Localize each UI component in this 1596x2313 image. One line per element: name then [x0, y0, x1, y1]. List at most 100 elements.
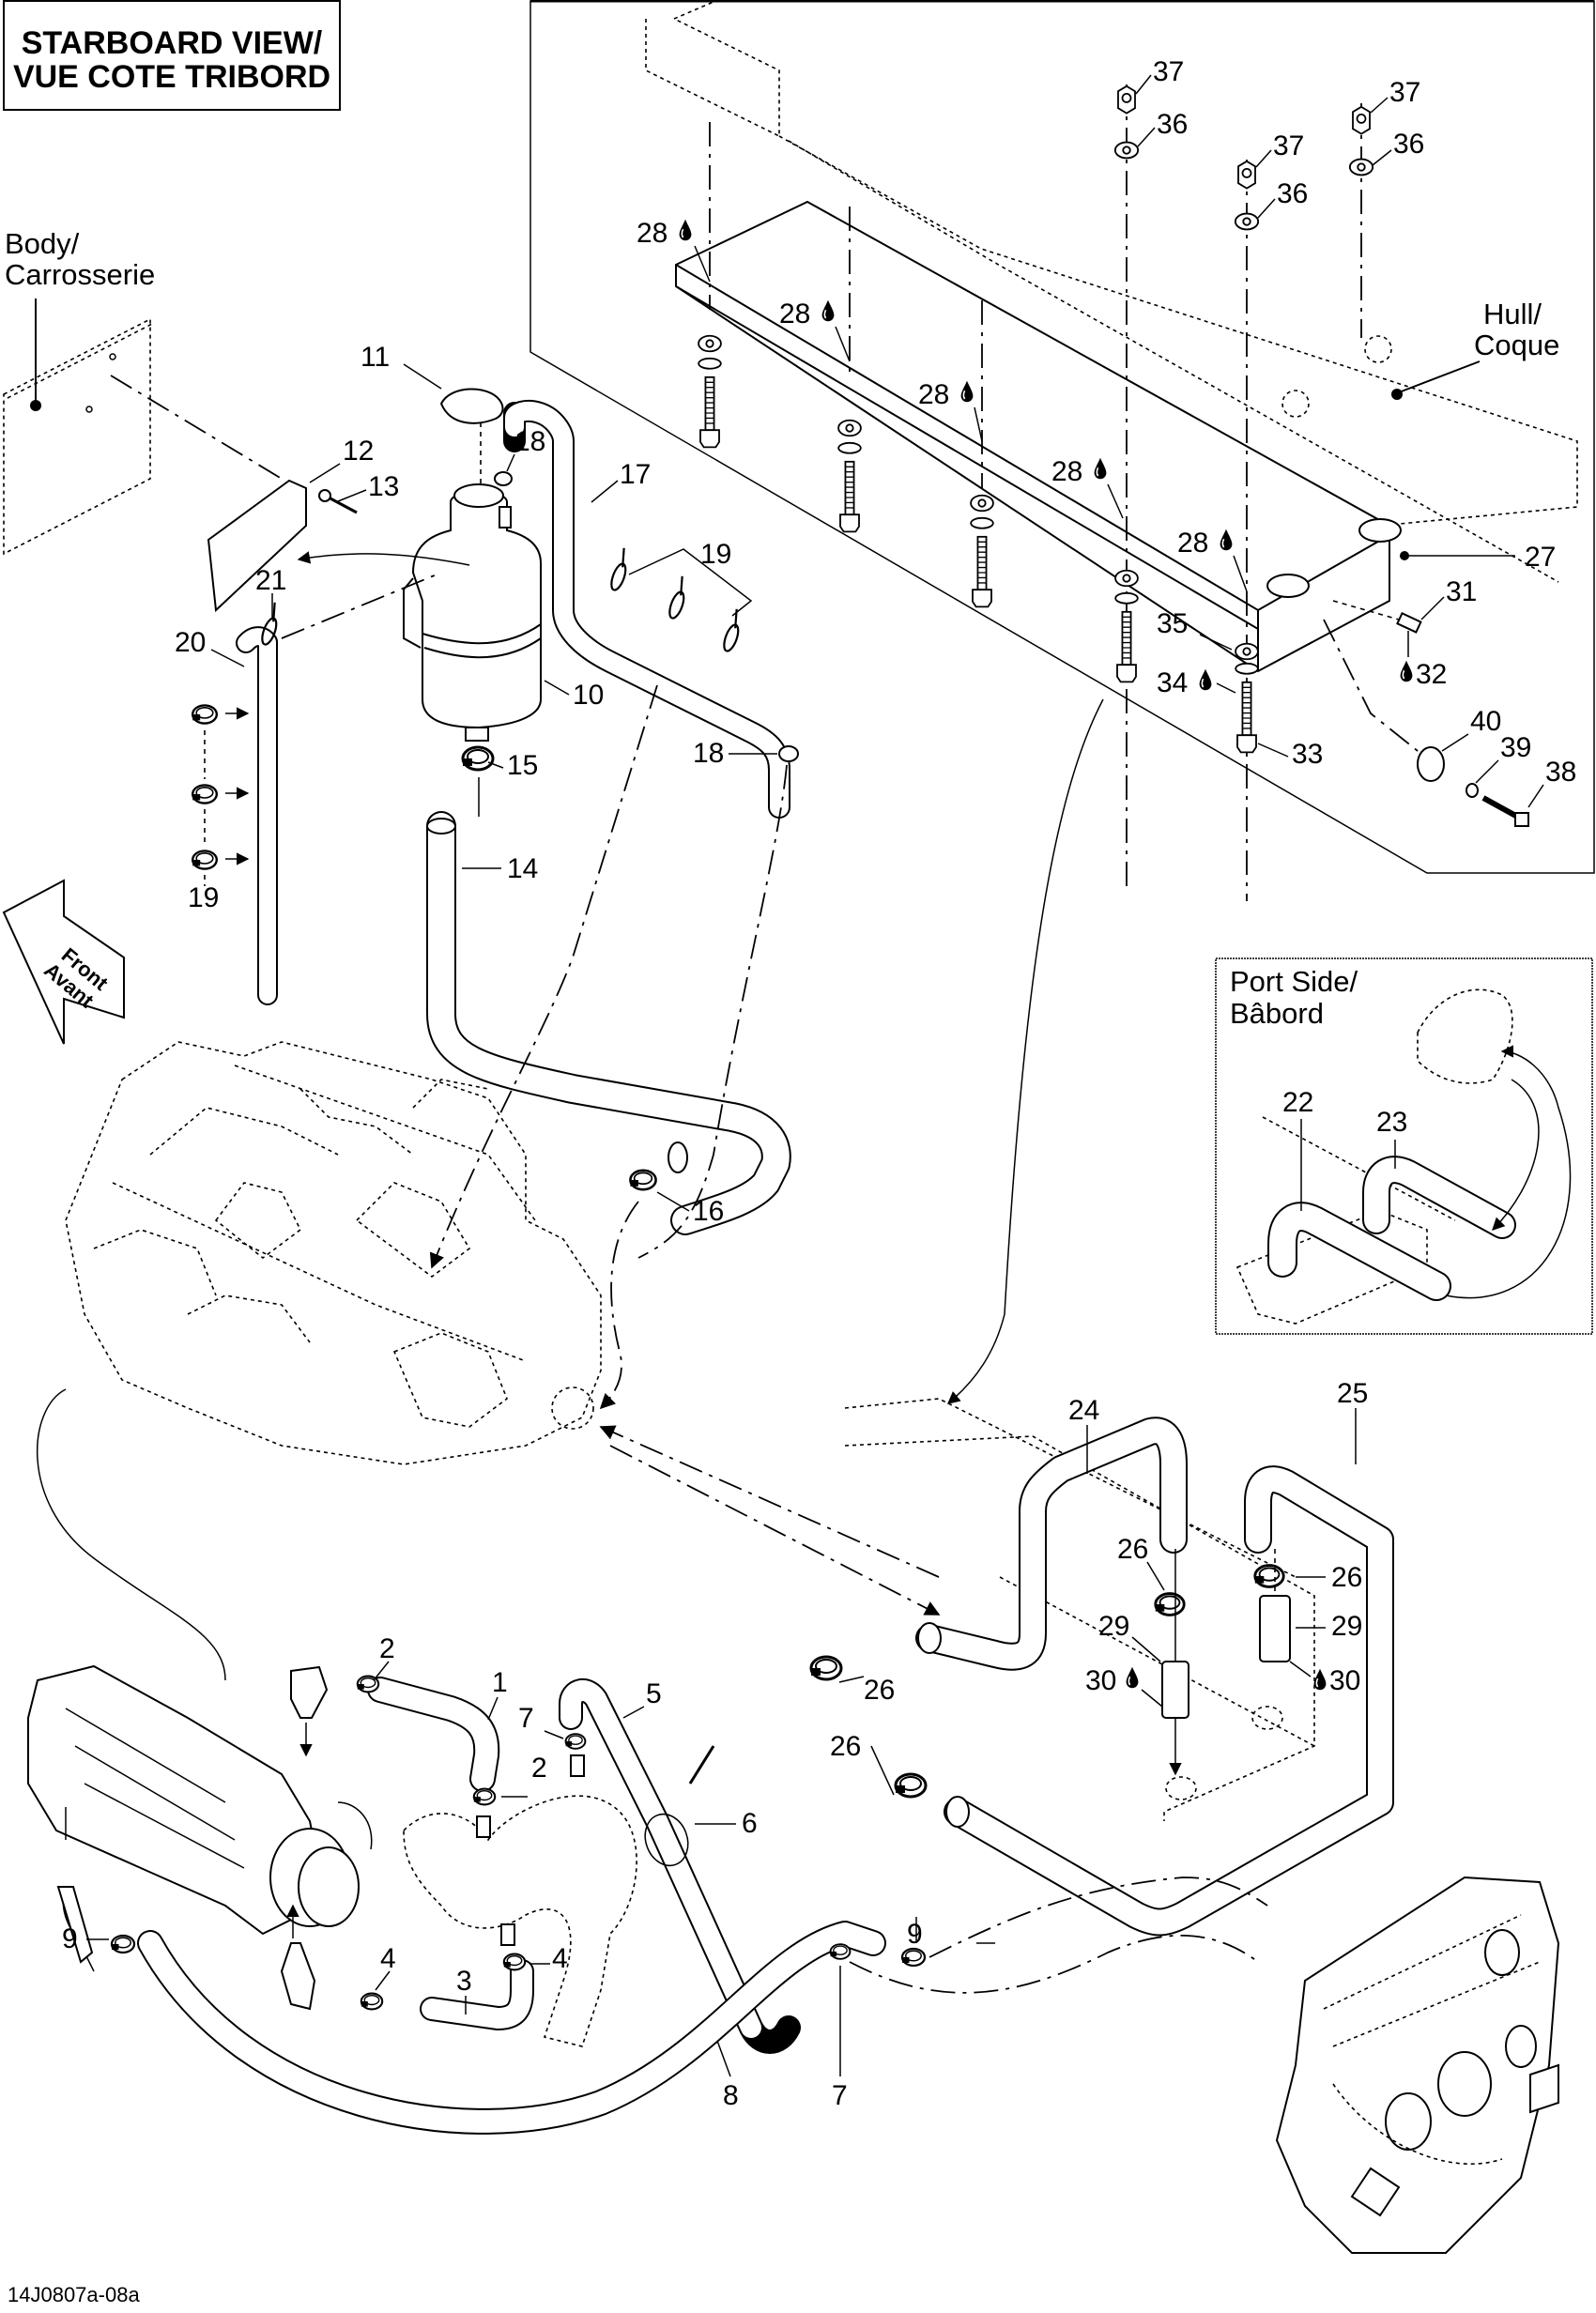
- connection-line: [599, 1425, 940, 1578]
- clamp-19: [191, 849, 219, 871]
- callout-7: 7: [832, 2080, 848, 2111]
- callout-14: 14: [507, 853, 538, 884]
- reservoir-callouts: 11 12 13 18 17 19 21 20 10 15 18 14 19 1…: [175, 342, 777, 1410]
- callout-29: 29: [1098, 1611, 1129, 1642]
- callout-9: 9: [907, 1919, 923, 1950]
- washer: [1114, 569, 1139, 588]
- clamp-4: [360, 1992, 384, 2011]
- drawing-number: 14J0807a-08a: [8, 2283, 140, 2306]
- cable-tie-19: [723, 607, 743, 654]
- callout-26: 26: [830, 1731, 861, 1762]
- washer-36: [1348, 158, 1374, 176]
- cable-tie-6: [644, 1813, 689, 1867]
- callout-21: 21: [255, 565, 286, 596]
- callout-23: 23: [1376, 1107, 1407, 1138]
- nut-37: [1117, 84, 1136, 115]
- callout-8: 8: [723, 2080, 739, 2111]
- callout-25: 25: [1337, 1378, 1368, 1409]
- washer-39: [1466, 783, 1479, 798]
- callout-3: 3: [456, 1966, 472, 1997]
- jet-pump-housing: [849, 1876, 1560, 2254]
- callout-10: 10: [573, 680, 604, 711]
- callout-5: 5: [646, 1678, 662, 1709]
- washer-35: [1235, 642, 1259, 661]
- front-direction-arrow: Front Avant: [2, 879, 125, 1045]
- engine-phantom: [65, 1041, 602, 1465]
- callout-12: 12: [343, 436, 374, 467]
- clamp-26: [809, 1655, 843, 1681]
- callout-37: 37: [1153, 56, 1184, 87]
- bolt: [698, 357, 722, 449]
- drop-icon: [1399, 659, 1414, 683]
- bracket-12: [207, 479, 307, 613]
- connection-line: [609, 1445, 941, 1616]
- fitting-29: [1259, 1595, 1291, 1662]
- callout-30: 30: [1085, 1665, 1116, 1696]
- callout-28: 28: [918, 379, 949, 410]
- callout-19: 19: [188, 882, 219, 913]
- clamp-7: [564, 1733, 587, 1750]
- body-reference-dot: [30, 400, 41, 411]
- exhaust-manifold-group: [27, 1664, 927, 2135]
- clamp-4: [502, 1953, 527, 1971]
- callout-27: 27: [1525, 542, 1556, 573]
- set-screw-31: [1396, 612, 1422, 634]
- bolt-33: [1235, 662, 1259, 754]
- manifold-callouts: 2 1 2 7 5 6 9 4 4 3 8 7 9: [62, 1633, 923, 2111]
- callout-29: 29: [1331, 1611, 1362, 1642]
- drop-icon: [1312, 1667, 1327, 1692]
- clamp-18: [778, 745, 799, 762]
- title-box: STARBOARD VIEW/ VUE COTE TRIBORD: [3, 0, 341, 111]
- cable-tie-19: [668, 574, 688, 621]
- clamp-15: [461, 745, 495, 772]
- hull-label-line-1: Hull/: [1483, 298, 1542, 330]
- callout-1: 1: [492, 1667, 508, 1698]
- clamp-2: [472, 1787, 497, 1806]
- washer: [837, 419, 862, 437]
- washer: [970, 494, 994, 513]
- callout-18: 18: [693, 738, 724, 769]
- callout-28: 28: [637, 218, 668, 249]
- clamp-26: [1253, 1563, 1285, 1589]
- hull-section: Hull/ Coque: [529, 0, 1595, 874]
- body-label-line-1: Body/: [5, 227, 80, 260]
- bolt: [837, 441, 862, 533]
- callout-7: 7: [518, 1703, 534, 1734]
- callout-20: 20: [175, 627, 206, 658]
- callout-32: 32: [1416, 659, 1447, 690]
- clamp-18: [494, 471, 513, 486]
- callout-36: 36: [1157, 109, 1188, 140]
- clamp-19: [191, 703, 219, 726]
- hull-hoses-group: [809, 1398, 1394, 1937]
- exhaust-manifold: [27, 1664, 321, 1936]
- callout-40: 40: [1470, 706, 1501, 737]
- hull-hoses-callouts: 24 25 26 26 29 29 30 30 26 26: [830, 1378, 1368, 1796]
- hull-callouts: 37 36 37 36 37 36 28 28 28 28 28 27 31 3…: [637, 56, 1576, 808]
- washer-36: [1234, 212, 1260, 231]
- washer-36: [1113, 141, 1140, 160]
- cable-tie-19: [610, 546, 630, 593]
- callout-15: 15: [507, 750, 538, 781]
- callout-28: 28: [779, 299, 810, 329]
- callout-39: 39: [1500, 732, 1531, 763]
- callout-36: 36: [1393, 129, 1424, 160]
- drop-icon: [1125, 1665, 1140, 1690]
- port-side-label-line-2: Bâbord: [1230, 997, 1324, 1030]
- callout-16: 16: [693, 1196, 724, 1227]
- callout-13: 13: [368, 471, 399, 502]
- callout-9: 9: [62, 1923, 78, 1954]
- callout-24: 24: [1068, 1395, 1099, 1426]
- clamp-9: [900, 1947, 927, 1968]
- connection-line: [37, 1388, 226, 1681]
- drop-icon: [1198, 667, 1213, 692]
- coolant-reservoir-group: [110, 375, 1104, 1404]
- port-side-label-line-1: Port Side/: [1230, 965, 1358, 998]
- callout-6: 6: [742, 1808, 758, 1839]
- stud-hardware: [698, 84, 1529, 901]
- washer: [698, 334, 722, 353]
- title-line-1: STARBOARD VIEW/: [22, 25, 323, 61]
- callout-31: 31: [1446, 576, 1477, 607]
- hull-label-line-2: Coque: [1474, 329, 1559, 361]
- callout-2: 2: [531, 1753, 547, 1784]
